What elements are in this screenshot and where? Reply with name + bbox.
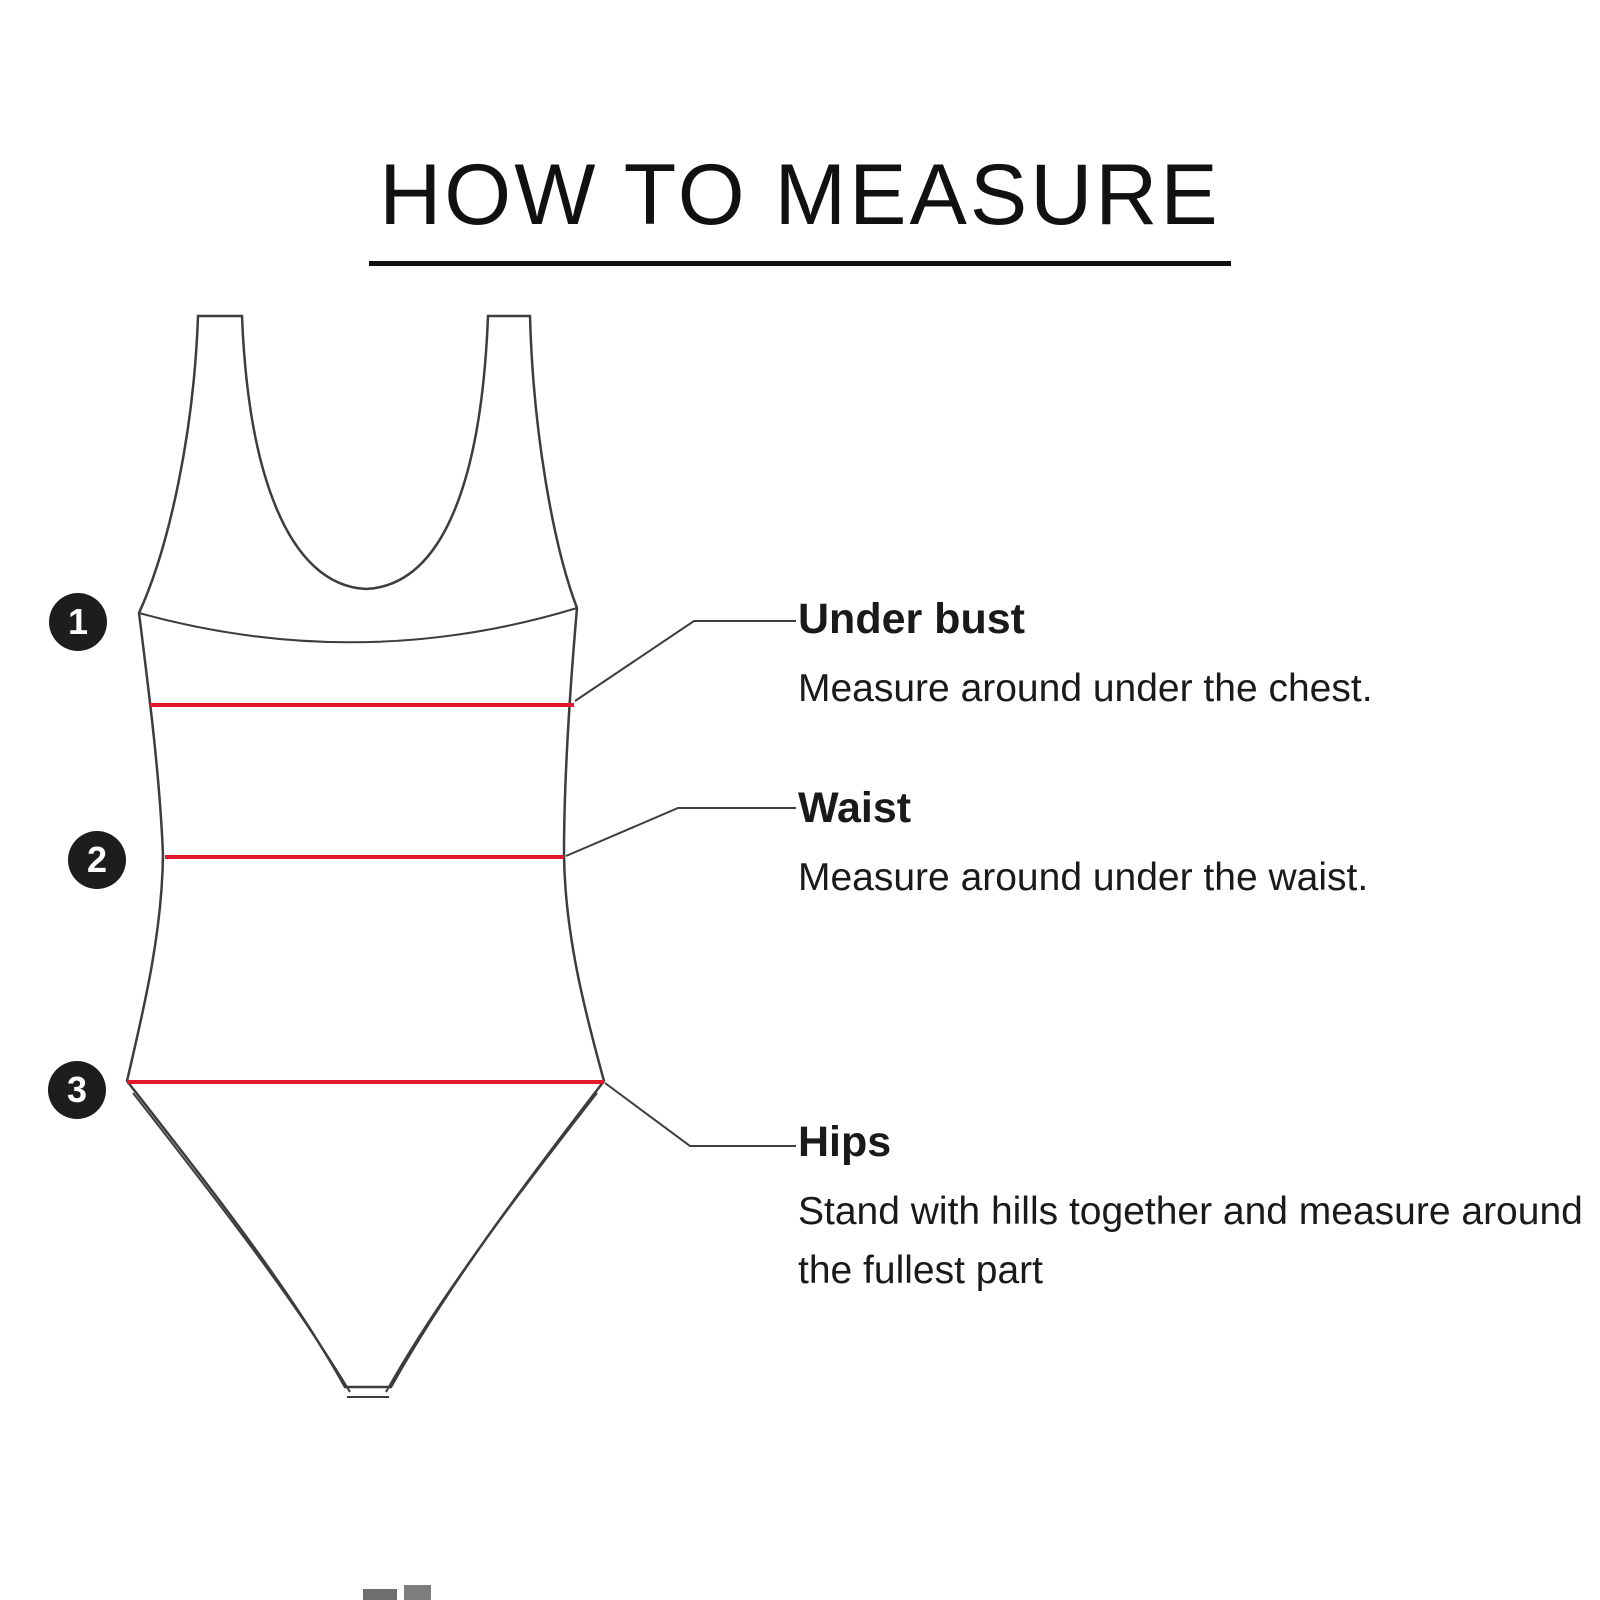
hips-label: Hips bbox=[798, 1118, 892, 1166]
swimsuit-outline bbox=[125, 314, 606, 1389]
left-leg-hem-line bbox=[132, 1092, 351, 1393]
marker-2-number: 2 bbox=[86, 839, 108, 880]
page-title-wrap: HOW TO MEASURE bbox=[0, 146, 1600, 266]
waist-leader-line bbox=[565, 807, 796, 857]
underbust-leader-line bbox=[574, 620, 796, 702]
bottom-crop-artifact bbox=[363, 1585, 431, 1600]
underbust-description: Measure around under the chest. bbox=[798, 667, 1373, 711]
waist-label-block: Waist Measure around under the waist. bbox=[798, 784, 1598, 908]
marker-3-hips: 3 bbox=[48, 1061, 106, 1119]
waist-label: Waist bbox=[798, 784, 912, 832]
page-title: HOW TO MEASURE bbox=[369, 146, 1231, 266]
marker-2-waist: 2 bbox=[68, 831, 126, 889]
hips-description: Stand with hills together and measure ar… bbox=[798, 1190, 1583, 1292]
marker-1-number: 1 bbox=[67, 601, 89, 642]
underbust-label: Under bust bbox=[798, 595, 1025, 643]
chest-seam-line bbox=[138, 607, 578, 644]
hips-leader-line bbox=[604, 1082, 796, 1147]
underbust-label-block: Under bust Measure around under the ches… bbox=[798, 595, 1598, 719]
hips-label-block: Hips Stand with hills together and measu… bbox=[798, 1118, 1598, 1300]
right-leg-hem-line bbox=[385, 1092, 598, 1393]
marker-3-number: 3 bbox=[66, 1069, 88, 1110]
waist-description: Measure around under the waist. bbox=[798, 856, 1369, 900]
marker-1-underbust: 1 bbox=[49, 593, 107, 651]
